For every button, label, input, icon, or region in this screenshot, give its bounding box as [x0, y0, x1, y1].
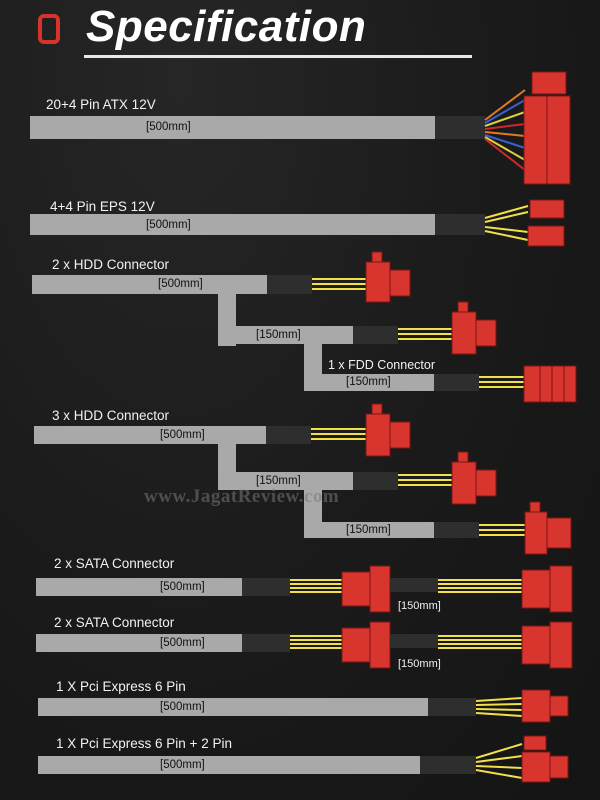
cable-sata-1 — [36, 565, 573, 613]
cable-pcie-6-2 — [38, 735, 569, 783]
cable-length-hdd-3-a: [500mm] — [160, 429, 205, 441]
cable-label-sata-1: 2 x SATA Connector — [54, 556, 175, 571]
cable-label-atx: 20+4 Pin ATX 12V — [46, 97, 156, 112]
cable-length-hdd-2-a: [500mm] — [158, 278, 203, 290]
cable-label-pcie-6-2: 1 X Pci Express 6 Pin + 2 Pin — [56, 736, 232, 751]
cable-length-hdd-3-c: [150mm] — [346, 524, 391, 536]
watermark-text: www.JagatReview.com — [144, 486, 340, 507]
cable-sata-2 — [36, 621, 573, 669]
cable-length-eps: [500mm] — [146, 219, 191, 231]
title-underline — [84, 55, 472, 58]
cable-length-hdd-3-b: [150mm] — [256, 475, 301, 487]
cable-label-fdd: 1 x FDD Connector — [328, 358, 435, 372]
cable-label-hdd-3: 3 x HDD Connector — [52, 408, 170, 423]
cable-length-pcie-6: [500mm] — [160, 701, 205, 713]
header-square-icon — [38, 14, 60, 44]
page-title: Specification — [86, 2, 367, 51]
cable-label-eps: 4+4 Pin EPS 12V — [50, 199, 155, 214]
cable-atx — [30, 71, 571, 185]
cable-length-sata-1-a: [500mm] — [160, 581, 205, 593]
cable-length-hdd-2-b: [150mm] — [256, 329, 301, 341]
cable-pcie-6 — [38, 689, 569, 723]
cable-label-pcie-6: 1 X Pci Express 6 Pin — [56, 679, 186, 694]
cable-length-atx: [500mm] — [146, 121, 191, 133]
cable-hdd-3 — [34, 403, 572, 555]
cable-length-pcie-6-2: [500mm] — [160, 759, 205, 771]
cable-eps — [30, 199, 565, 247]
cable-hdd-2 — [32, 251, 577, 403]
cable-label-hdd-2: 2 x HDD Connector — [52, 257, 170, 272]
cable-length-sata-1-b: [150mm] — [398, 600, 441, 612]
cable-length-sata-2-a: [500mm] — [160, 637, 205, 649]
cable-length-fdd: [150mm] — [346, 376, 391, 388]
cable-label-sata-2: 2 x SATA Connector — [54, 615, 175, 630]
cable-length-sata-2-b: [150mm] — [398, 658, 441, 670]
